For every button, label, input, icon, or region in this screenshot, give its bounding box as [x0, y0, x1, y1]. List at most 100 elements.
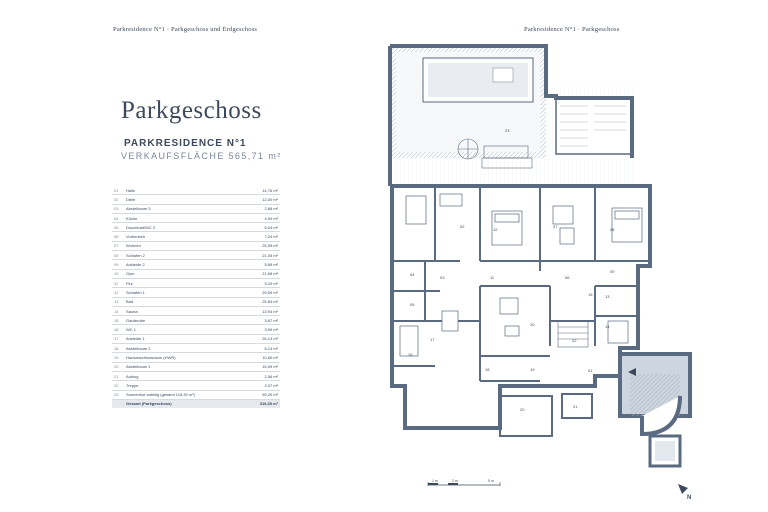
plan-label-03: 03 — [440, 275, 445, 280]
floor-plan: 23 02 12 07 08 04 03 11 06 09 05 17 10 1… — [388, 44, 692, 468]
plan-label-02: 02 — [460, 224, 465, 229]
page-title: Parkgeschoss — [121, 97, 262, 124]
scale-label-2m: 2 m — [452, 479, 458, 483]
total-label: Gesamt (Parkgeschoss) — [124, 399, 244, 409]
room-name: Bad — [124, 297, 244, 307]
room-number: 10 — [112, 269, 124, 279]
room-name: Ankleide 1 — [124, 334, 244, 345]
room-size: 10,60 m² — [243, 352, 280, 363]
interior-stair — [557, 320, 589, 348]
room-size: 9,20 m² — [243, 278, 280, 289]
room-size: 5,89 m² — [243, 259, 280, 270]
outer-wall — [390, 184, 652, 430]
plan-label-04: 04 — [410, 272, 415, 277]
room-size: 7,24 m² — [243, 231, 280, 242]
lower-rooms — [499, 393, 593, 437]
room-size: 14,76 m² — [243, 186, 280, 196]
plan-label-06: 06 — [565, 275, 570, 280]
room-name: Garderobe — [124, 315, 244, 326]
room-number: 19 — [112, 352, 124, 363]
scale-label-5m: 5 m — [488, 479, 494, 483]
room-number: 01 — [112, 186, 124, 196]
plan-label-05: 05 — [410, 302, 415, 307]
room-number: 07 — [112, 241, 124, 252]
room-number: 14 — [112, 306, 124, 317]
room-name: WC 1 — [124, 324, 244, 335]
plan-label-18: 18 — [485, 367, 490, 372]
plan-label-21: 21 — [573, 404, 578, 409]
room-number: 02 — [112, 194, 124, 205]
room-name: Abstellraum 3 — [124, 204, 244, 214]
room-number: 16 — [112, 324, 124, 335]
room-name: Wohnen — [124, 241, 244, 252]
plan-label-01: 01 — [588, 368, 593, 373]
room-name: Abstellraum 1 — [124, 362, 244, 372]
room-name: Ankleide 2 — [124, 259, 244, 270]
furniture — [399, 193, 643, 357]
garden-stairs — [555, 97, 633, 155]
room-number: 09 — [112, 259, 124, 270]
room-number: 12 — [112, 287, 124, 298]
room-name: Sonnenhof anteilig (gesamt 118,39 m²) — [124, 390, 244, 400]
plan-label-14: 14 — [605, 324, 610, 329]
room-number: 15 — [112, 315, 124, 326]
room-number: 21 — [112, 371, 124, 382]
header-left: Parkresidence N°1 · Parkgeschoss und Erd… — [113, 26, 258, 33]
room-size: 12,00 m² — [243, 194, 280, 205]
total-row: Gesamt (Parkgeschoss) 316,35 m² — [112, 399, 280, 409]
plan-label-17: 17 — [430, 337, 435, 342]
room-number: 13 — [112, 297, 124, 307]
room-size: 25,84 m² — [243, 297, 280, 307]
plan-label-12: 12 — [493, 227, 498, 232]
courtyard-furniture — [457, 138, 533, 169]
room-size: 59,20 m² — [243, 390, 280, 400]
room-name: Hausanschlussraum (HWR) — [124, 352, 244, 363]
room-number: 04 — [112, 213, 124, 224]
plan-label-23: 23 — [505, 128, 510, 133]
room-number: 05 — [112, 222, 124, 233]
room-name: Treppe — [124, 380, 244, 391]
plan-label-15: 15 — [588, 292, 593, 297]
plan-label-16: 16 — [408, 352, 413, 357]
room-number: 22 — [112, 380, 124, 391]
room-size: 15,09 m² — [243, 362, 280, 372]
room-number: 20 — [112, 362, 124, 372]
room-number: 11 — [112, 278, 124, 289]
room-size: 3,87 m² — [243, 315, 280, 326]
room-size: 29,59 m² — [243, 287, 280, 298]
plan-label-13: 13 — [605, 294, 610, 299]
plan-label-11: 11 — [490, 275, 495, 280]
room-name: Gym — [124, 269, 244, 279]
room-number: 03 — [112, 204, 124, 214]
room-size: 2,66 m² — [243, 204, 280, 214]
scale-label-1m: 1 m — [432, 479, 438, 483]
room-number-labels: 23 02 12 07 08 04 03 11 06 09 05 17 10 1… — [408, 128, 615, 412]
room-size: 3,99 m² — [243, 324, 280, 335]
room-number: 23 — [112, 390, 124, 400]
scale-bar: 1 m 2 m 5 m — [427, 479, 501, 486]
room-size: 25,99 m² — [243, 241, 280, 252]
room-size: 6,13 m² — [243, 343, 280, 354]
room-size: 4,94 m² — [243, 213, 280, 224]
room-size: 26,13 m² — [243, 334, 280, 345]
room-name: Sauna — [124, 306, 244, 317]
room-name: Diele — [124, 194, 244, 205]
plan-label-08: 08 — [610, 227, 615, 232]
room-number: 18 — [112, 343, 124, 354]
